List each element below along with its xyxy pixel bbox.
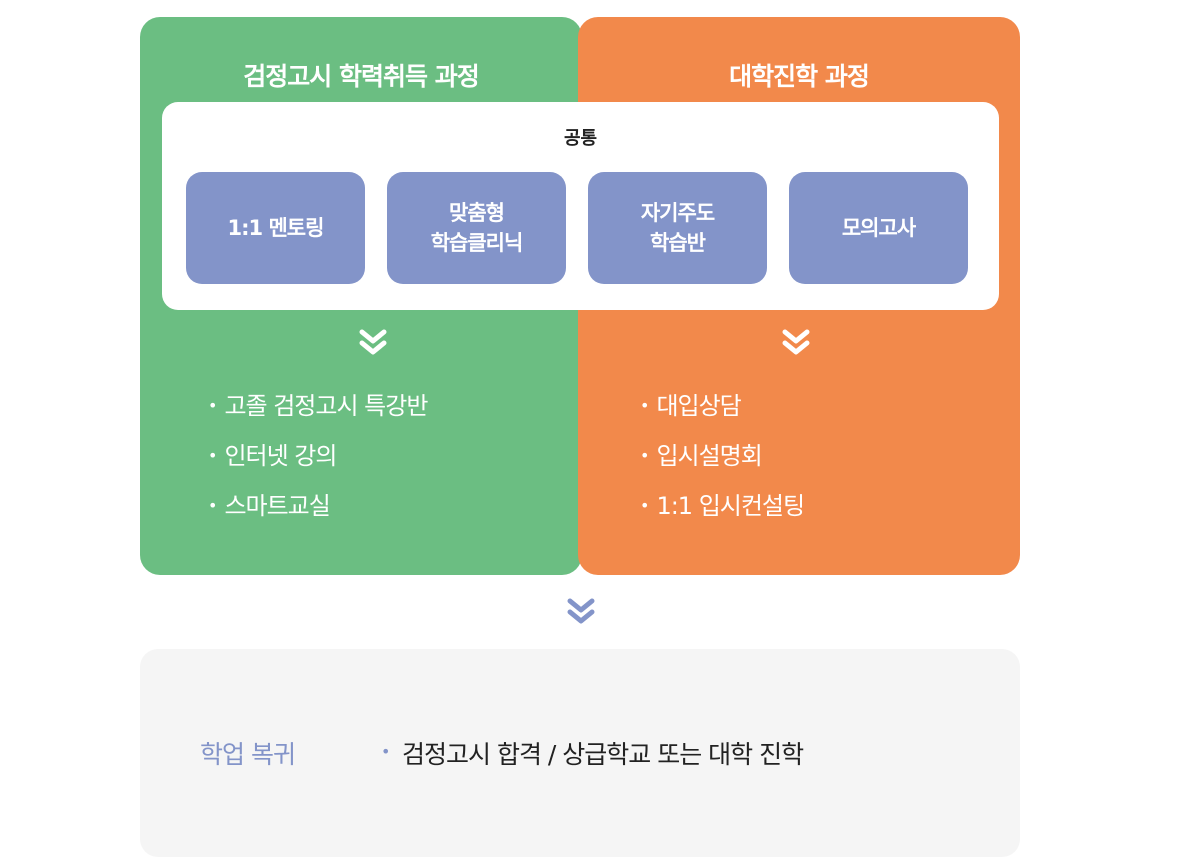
result-label: 학업 복귀 bbox=[200, 740, 296, 769]
university-course-title: 대학진학 과정 bbox=[729, 62, 870, 91]
chevron-double-down-icon bbox=[782, 329, 810, 355]
list-item: 인터넷 강의 bbox=[208, 438, 427, 488]
card-clinic: 맞춤형 학습클리닉 bbox=[387, 172, 566, 284]
card-mock-exam: 모의고사 bbox=[789, 172, 968, 284]
list-item: 고졸 검정고시 특강반 bbox=[208, 388, 428, 438]
university-course-list: 대입상담 입시설명회 1:1 입시컨설팅 bbox=[640, 388, 805, 538]
bullet-dot: • bbox=[381, 742, 391, 761]
list-item: 대입상담 bbox=[640, 388, 804, 438]
result-text: 검정고시 합격 / 상급학교 또는 대학 진학 bbox=[402, 740, 804, 769]
common-title: 공통 bbox=[563, 128, 598, 149]
result-panel: 학업 복귀 • 검정고시 합격 / 상급학교 또는 대학 진학 bbox=[140, 649, 1020, 857]
common-panel: 공통 1:1 멘토링 맞춤형 학습클리닉 자기주도 학습반 모의고사 bbox=[162, 102, 999, 310]
exam-course-title: 검정고시 학력취득 과정 bbox=[243, 62, 479, 91]
list-item: 스마트교실 bbox=[208, 488, 427, 538]
card-mentoring: 1:1 멘토링 bbox=[186, 172, 365, 284]
chevron-double-down-icon bbox=[359, 329, 387, 355]
exam-course-list: 고졸 검정고시 특강반 인터넷 강의 스마트교실 bbox=[208, 388, 428, 538]
chevron-double-down-icon bbox=[567, 598, 595, 624]
list-item: 1:1 입시컨설팅 bbox=[640, 488, 805, 538]
list-item: 입시설명회 bbox=[640, 438, 804, 488]
card-self-study: 자기주도 학습반 bbox=[588, 172, 767, 284]
